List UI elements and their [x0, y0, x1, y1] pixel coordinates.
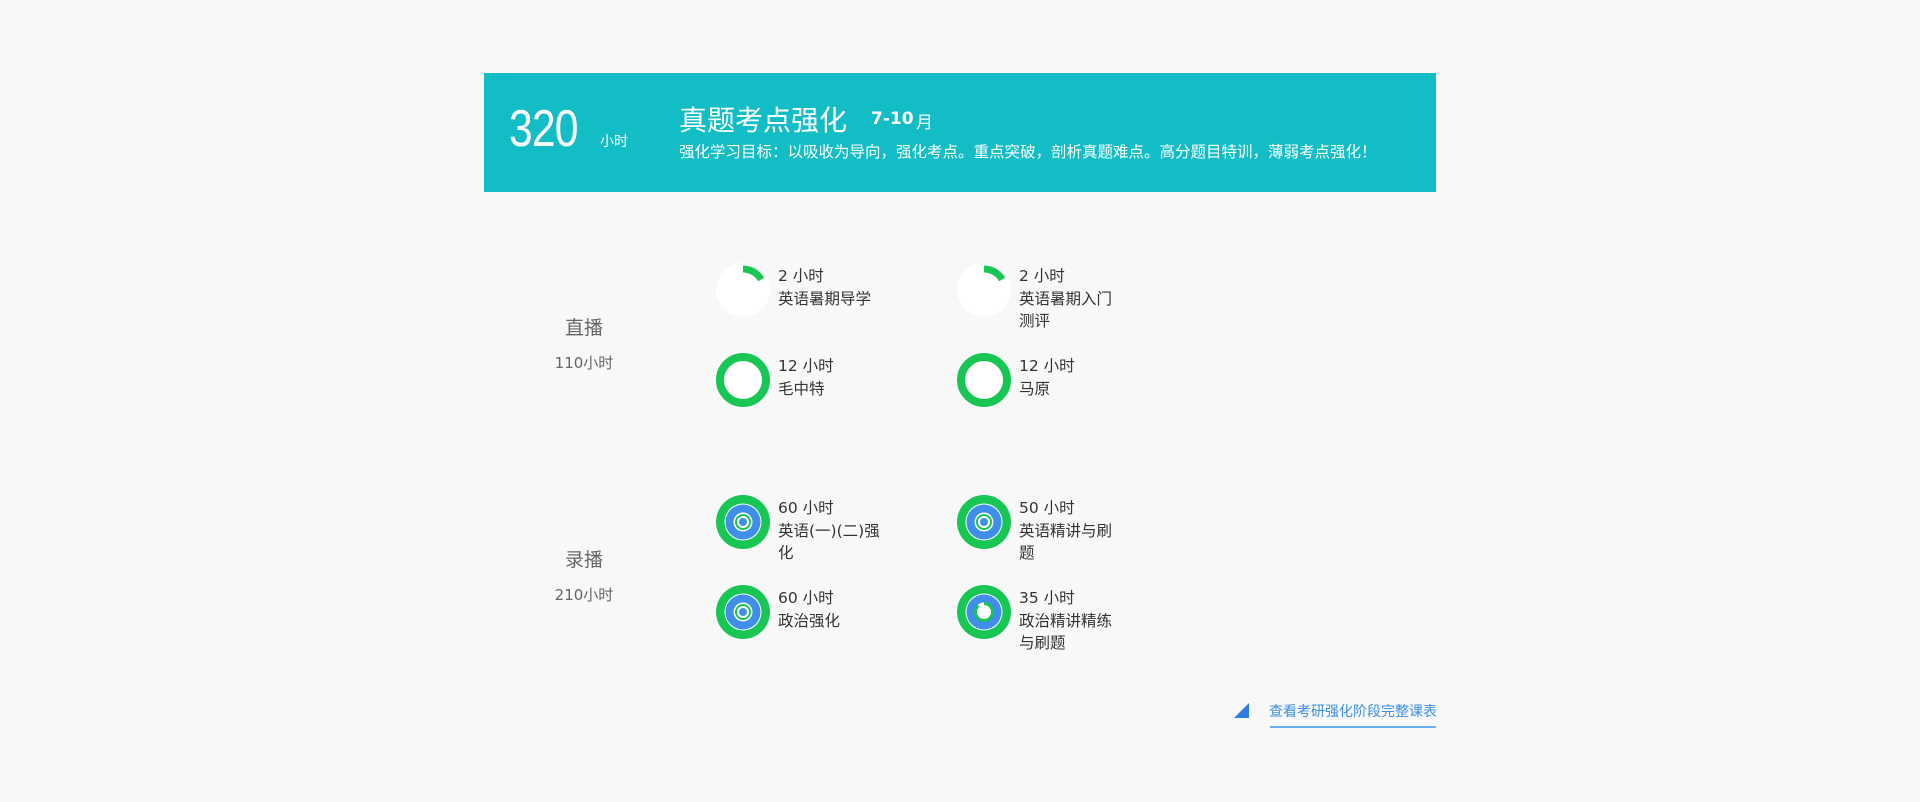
- total-hours-value: 320: [509, 100, 579, 158]
- course-title: 英语暑期入门测评: [1019, 290, 1113, 330]
- course-item: 12 小时 毛中特: [715, 352, 935, 432]
- total-hours-unit: 小时: [600, 133, 628, 149]
- course-title: 英语(一)(二)强化: [778, 522, 880, 562]
- course-title: 政治强化: [778, 612, 841, 630]
- course-item: 2 小时 英语暑期入门测评: [956, 262, 1176, 342]
- course-hours: 2 小时: [1019, 267, 1065, 285]
- stage-month-unit: 月: [916, 113, 933, 133]
- progress-ring-icon: [716, 585, 770, 639]
- course-hours: 12 小时: [1019, 357, 1075, 375]
- section-name: 直播: [564, 317, 603, 339]
- progress-ring-icon: [957, 585, 1011, 639]
- course-title: 英语暑期导学: [778, 290, 872, 308]
- course-item: 50 小时 英语精讲与刷题: [956, 494, 1176, 574]
- course-item: 60 小时 英语(一)(二)强化: [715, 494, 935, 574]
- progress-ring-icon: [716, 353, 770, 407]
- progress-ring-icon: [716, 263, 770, 317]
- progress-ring-icon: [957, 495, 1011, 549]
- course-title: 马原: [1019, 380, 1051, 398]
- section-live-label: 直播 110小时: [514, 313, 654, 373]
- corner-triangle-icon: [1234, 703, 1249, 718]
- course-item: 12 小时 马原: [956, 352, 1176, 432]
- progress-ring-icon: [957, 353, 1011, 407]
- section-total: 210小时: [554, 586, 614, 604]
- progress-ring-icon: [957, 263, 1011, 317]
- progress-ring-icon: [716, 495, 770, 549]
- course-item: 2 小时 英语暑期导学: [715, 262, 935, 342]
- stage-goal: 强化学习目标：以吸收为导向，强化考点。重点突破，剖析真题难点。高分题目特训，薄弱…: [679, 143, 1377, 161]
- full-schedule-link[interactable]: 查看考研强化阶段完整课表: [1269, 704, 1437, 720]
- stage-title: 真题考点强化: [679, 104, 848, 137]
- section-name: 录播: [564, 549, 603, 571]
- stage-months: 7-10: [871, 109, 914, 129]
- course-item: 60 小时 政治强化: [715, 584, 935, 664]
- course-title: 英语精讲与刷题: [1019, 522, 1113, 562]
- section-total: 110小时: [554, 354, 614, 372]
- stage-banner: 320 小时 真题考点强化 7-10 月 强化学习目标：以吸收为导向，强化考点。…: [484, 73, 1436, 192]
- course-hours: 60 小时: [778, 499, 834, 517]
- course-title: 政治精讲精练与刷题: [1019, 612, 1113, 652]
- course-hours: 60 小时: [778, 589, 834, 607]
- course-title: 毛中特: [778, 380, 825, 398]
- course-hours: 2 小时: [778, 267, 824, 285]
- full-schedule-link-row[interactable]: 查看考研强化阶段完整课表: [1232, 700, 1437, 730]
- course-hours: 50 小时: [1019, 499, 1075, 517]
- course-hours: 35 小时: [1019, 589, 1075, 607]
- total-hours: 320 小时: [509, 100, 628, 158]
- section-recorded-label: 录播 210小时: [514, 545, 654, 605]
- link-underline: [1270, 726, 1436, 728]
- course-hours: 12 小时: [778, 357, 834, 375]
- course-item: 35 小时 政治精讲精练与刷题: [956, 584, 1176, 664]
